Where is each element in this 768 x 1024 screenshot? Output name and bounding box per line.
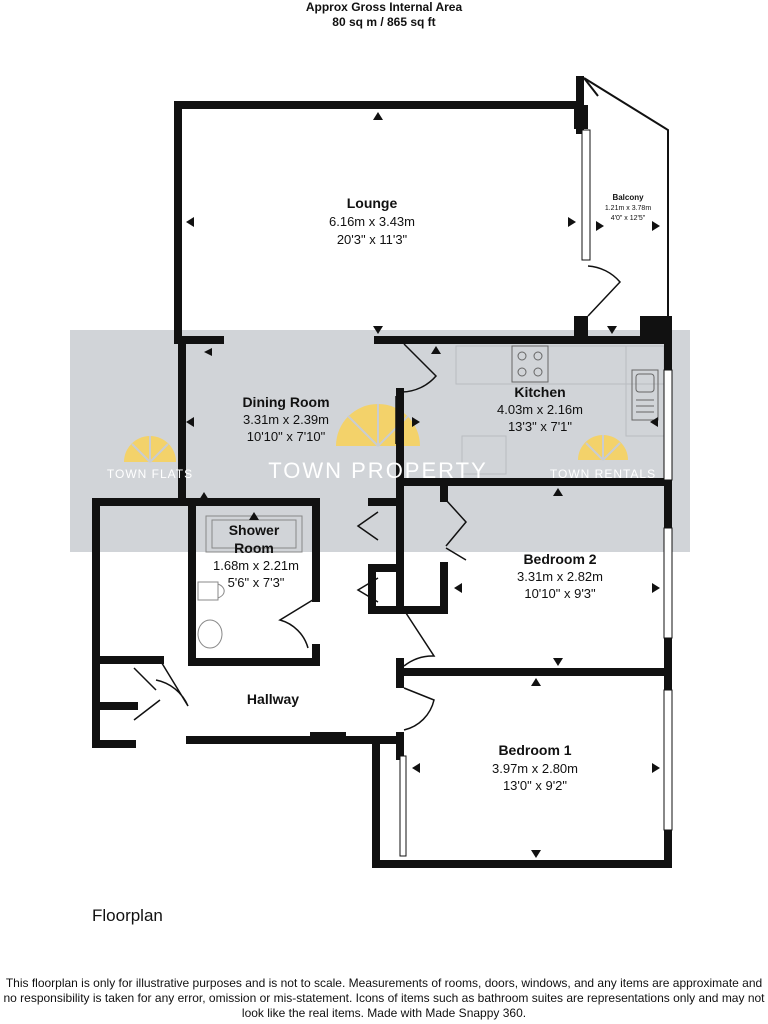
room-metric: 3.97m x 2.80m: [492, 761, 578, 776]
room-metric: 1.68m x 2.21m: [213, 558, 299, 573]
room-name-line2: Room: [234, 540, 274, 556]
room-lounge: Lounge 6.16m x 3.43m 20'3" x 11'3": [329, 195, 415, 247]
room-metric: 4.03m x 2.16m: [497, 402, 583, 417]
room-bedroom1: Bedroom 1 3.97m x 2.80m 13'0" x 9'2": [492, 742, 578, 793]
room-hallway: Hallway: [247, 691, 299, 707]
walls: [92, 76, 672, 868]
hob-icon: [511, 345, 549, 383]
toilet-icon: [197, 581, 225, 601]
dimension-markers: [186, 112, 660, 858]
watermark-text-left: TOWN FLATS: [107, 467, 193, 481]
room-name: Lounge: [347, 195, 398, 211]
room-imperial: 10'10" x 9'3": [524, 586, 596, 601]
room-imperial: 10'10" x 7'10": [247, 429, 326, 444]
room-name: Balcony: [612, 193, 644, 202]
room-name: Kitchen: [514, 384, 565, 400]
room-name: Bedroom 1: [498, 742, 571, 758]
room-metric: 3.31m x 2.82m: [517, 569, 603, 584]
watermark-text-center: TOWN PROPERTY: [268, 458, 488, 483]
doors: [133, 265, 622, 731]
room-dining: Dining Room 3.31m x 2.39m 10'10" x 7'10": [242, 394, 329, 444]
room-metric: 1.21m x 3.78m: [605, 205, 651, 212]
windows: [399, 129, 673, 857]
sink-icon: [631, 369, 659, 421]
area-value: 80 sq m / 865 sq ft: [332, 15, 436, 29]
room-balcony: Balcony 1.21m x 3.78m 4'0" x 12'5": [605, 193, 651, 222]
room-imperial: 13'3" x 7'1": [508, 419, 572, 434]
room-shower: Shower Room 1.68m x 2.21m 5'6" x 7'3": [213, 522, 299, 590]
room-name: Hallway: [247, 691, 299, 707]
room-imperial: 13'0" x 9'2": [503, 778, 567, 793]
plan-title: Floorplan: [92, 906, 163, 925]
room-name: Dining Room: [242, 394, 329, 410]
area-title: Approx Gross Internal Area: [305, 0, 463, 14]
room-bedroom2: Bedroom 2 3.31m x 2.82m 10'10" x 9'3": [517, 551, 603, 601]
room-metric: 3.31m x 2.39m: [243, 412, 329, 427]
room-name: Bedroom 2: [523, 551, 596, 567]
room-imperial: 4'0" x 12'5": [611, 215, 646, 222]
watermark-text-right: TOWN RENTALS: [550, 467, 656, 481]
disclaimer-text: This floorplan is only for illustrative …: [3, 976, 765, 1020]
room-imperial: 5'6" x 7'3": [228, 575, 285, 590]
room-kitchen: Kitchen 4.03m x 2.16m 13'3" x 7'1": [497, 384, 583, 434]
area-header: Approx Gross Internal Area 80 sq m / 865…: [0, 0, 768, 30]
balcony-outline: [583, 77, 669, 318]
room-metric: 6.16m x 3.43m: [329, 214, 415, 229]
room-imperial: 20'3" x 11'3": [337, 232, 408, 247]
basin-icon: [197, 619, 223, 649]
wall-pillars: [310, 105, 670, 744]
room-name-line1: Shower: [229, 522, 280, 538]
